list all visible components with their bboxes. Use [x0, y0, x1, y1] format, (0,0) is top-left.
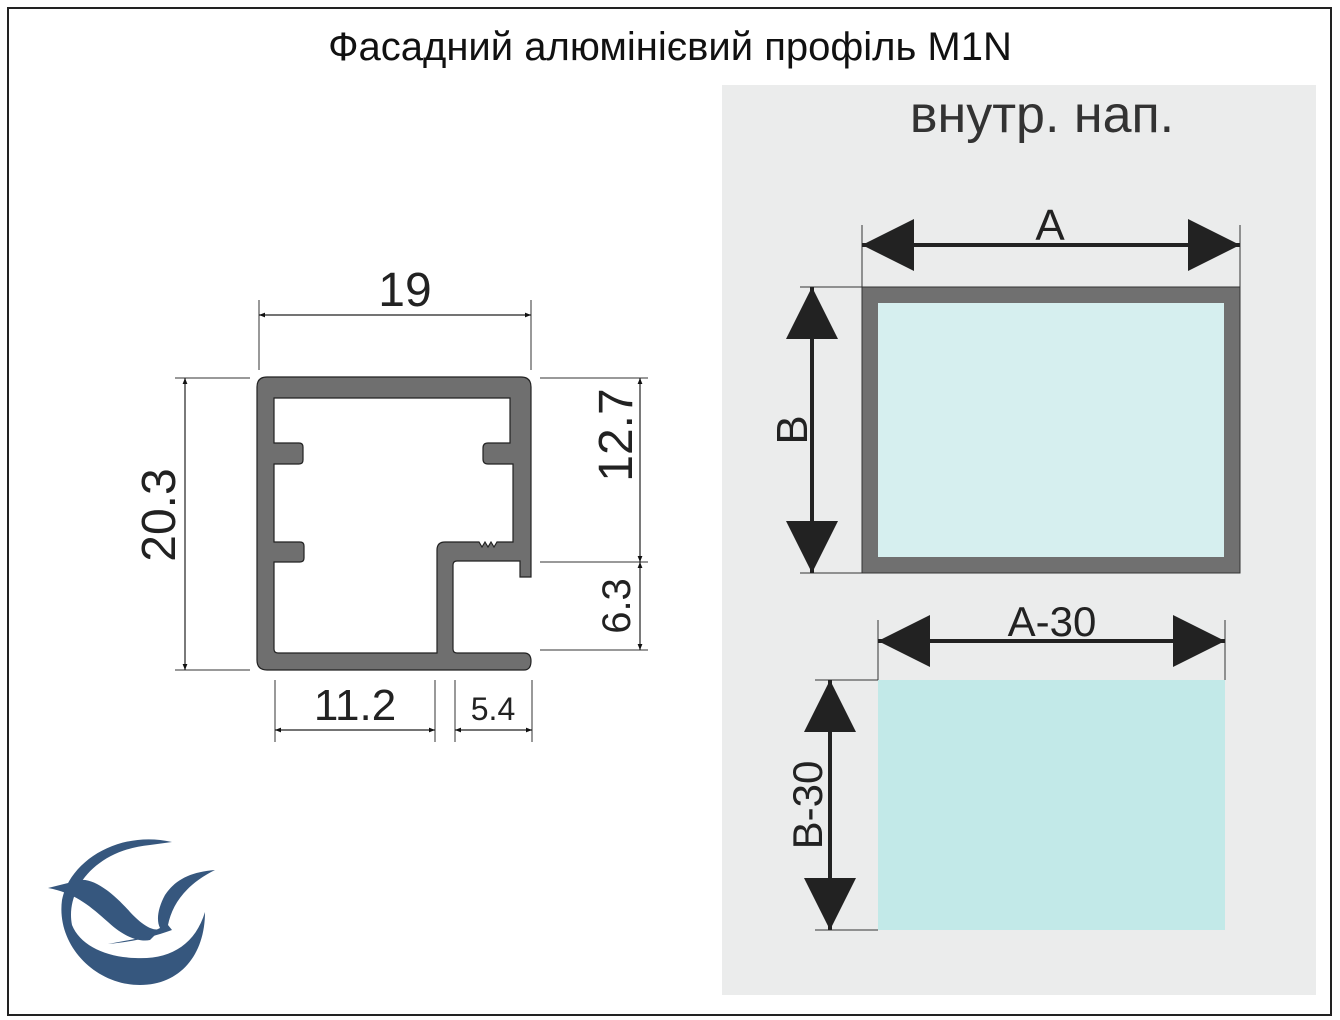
dimension-width-label: 19	[378, 264, 431, 317]
dimension-b-label: B	[768, 415, 817, 444]
dimension-left-width-label: 11.2	[314, 681, 396, 730]
profile-section: 19 20.3 12.7 6.3 11.2 5.4	[133, 264, 648, 742]
page-title: Фасадний алюмінієвий профіль M1N	[328, 25, 1012, 69]
dimension-lower-height-label: 6.3	[595, 578, 639, 634]
dimension-upper-height-label: 12.7	[590, 388, 643, 481]
outer-frame-outline	[861, 286, 1241, 574]
panel-label: внутр. нап.	[910, 86, 1174, 144]
dimension-a30-label: A-30	[1008, 598, 1097, 645]
dimension-height-label: 20.3	[133, 468, 186, 561]
dimension-right-width-label: 5.4	[471, 691, 515, 727]
glass-pane	[878, 680, 1225, 930]
profile-shape	[256, 376, 532, 671]
glass-panel-section: внутр. нап. A B A-30 B-30	[722, 85, 1316, 995]
dimension-b30-label: B-30	[784, 761, 831, 850]
dimension-a-label: A	[1035, 201, 1065, 250]
outer-frame	[862, 287, 1240, 573]
bird-crescent-logo	[48, 839, 215, 985]
